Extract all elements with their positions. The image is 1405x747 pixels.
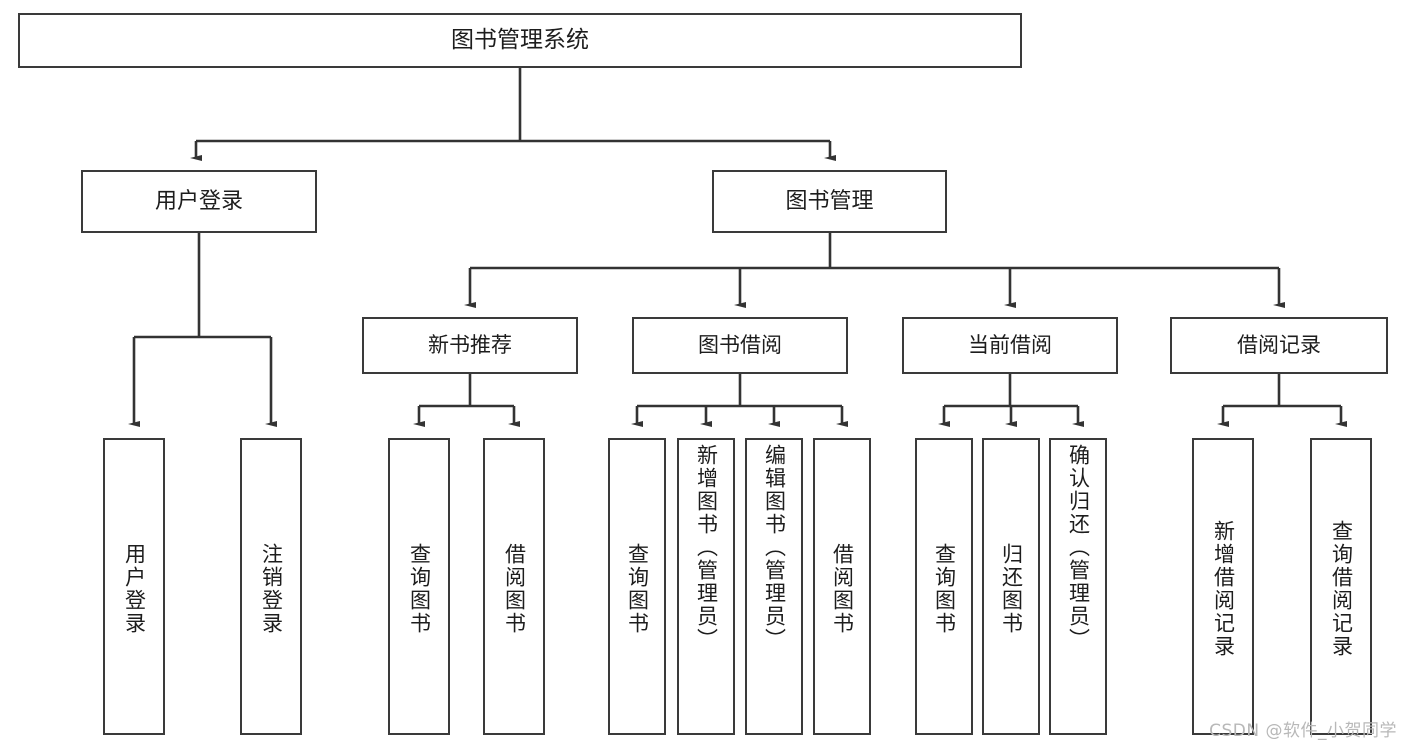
node-leaf-query-book-3[interactable]: 查询图书 [915, 438, 973, 735]
node-book-manage[interactable]: 图书管理 [712, 170, 947, 233]
node-leaf-query-book-2[interactable]: 查询图书 [608, 438, 666, 735]
csdn-watermark: CSDN @软件_小贺同学 [1209, 721, 1397, 741]
node-borrow-record[interactable]: 借阅记录 [1170, 317, 1388, 374]
node-new-book-rec[interactable]: 新书推荐 [362, 317, 578, 374]
node-current-borrow-label: 当前借阅 [968, 333, 1052, 358]
node-leaf-add-book-label: 新增图书（管理员） [694, 444, 719, 651]
node-user-login-label: 用户登录 [154, 188, 243, 214]
node-user-login[interactable]: 用户登录 [81, 170, 317, 233]
node-book-borrow-label: 图书借阅 [698, 333, 782, 358]
node-leaf-query-book-2-label: 查询图书 [625, 542, 650, 635]
node-leaf-return-book[interactable]: 归还图书 [982, 438, 1040, 735]
node-leaf-edit-book[interactable]: 编辑图书（管理员） [745, 438, 803, 735]
node-borrow-record-label: 借阅记录 [1237, 333, 1321, 358]
node-leaf-logout[interactable]: 注销登录 [240, 438, 302, 735]
node-root[interactable]: 图书管理系统 [18, 13, 1022, 68]
node-leaf-confirm-return-label: 确认归还（管理员） [1066, 444, 1091, 651]
node-leaf-query-record[interactable]: 查询借阅记录 [1310, 438, 1372, 735]
node-leaf-borrow-book-1-label: 借阅图书 [502, 542, 527, 635]
node-leaf-logout-label: 注销登录 [259, 542, 284, 635]
node-leaf-return-book-label: 归还图书 [999, 542, 1024, 635]
node-leaf-borrow-book-1[interactable]: 借阅图书 [483, 438, 545, 735]
node-leaf-edit-book-label: 编辑图书（管理员） [762, 444, 787, 651]
node-new-book-rec-label: 新书推荐 [428, 333, 512, 358]
node-leaf-query-book-1-label: 查询图书 [407, 542, 432, 635]
node-leaf-add-book[interactable]: 新增图书（管理员） [677, 438, 735, 735]
node-book-borrow[interactable]: 图书借阅 [632, 317, 848, 374]
node-leaf-borrow-book-2[interactable]: 借阅图书 [813, 438, 871, 735]
node-leaf-add-record-label: 新增借阅记录 [1211, 519, 1236, 658]
node-leaf-query-record-label: 查询借阅记录 [1329, 519, 1354, 658]
node-leaf-user-login[interactable]: 用户登录 [103, 438, 165, 735]
node-leaf-user-login-label: 用户登录 [122, 542, 147, 635]
node-leaf-borrow-book-2-label: 借阅图书 [830, 542, 855, 635]
node-book-manage-label: 图书管理 [785, 188, 874, 214]
node-root-label: 图书管理系统 [451, 26, 589, 53]
node-current-borrow[interactable]: 当前借阅 [902, 317, 1118, 374]
node-leaf-query-book-1[interactable]: 查询图书 [388, 438, 450, 735]
node-leaf-query-book-3-label: 查询图书 [932, 542, 957, 635]
node-leaf-add-record[interactable]: 新增借阅记录 [1192, 438, 1254, 735]
node-leaf-confirm-return[interactable]: 确认归还（管理员） [1049, 438, 1107, 735]
